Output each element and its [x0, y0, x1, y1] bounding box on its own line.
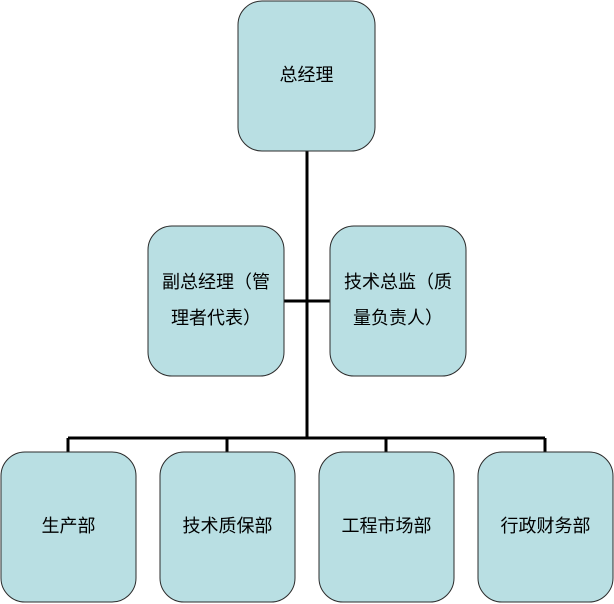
node-box-general-manager — [237, 0, 376, 152]
node-label-deputy-gm: 副总经理（管理者代表） — [162, 272, 270, 329]
node-box-admin-finance-dept — [477, 451, 614, 603]
node-label-production-dept: 生产部 — [41, 516, 96, 537]
node-label-engineering-market-dept: 工程市场部 — [341, 516, 432, 537]
node-label-tech-quality-dept: 技术质保部 — [182, 516, 273, 537]
node-box-engineering-market-dept — [318, 451, 455, 603]
node-box-deputy-gm — [147, 225, 285, 377]
node-label-technical-director: 技术总监（质量负责人） — [344, 272, 452, 329]
node-label-general-manager: 总经理 — [279, 65, 334, 86]
node-box-tech-quality-dept — [159, 451, 296, 603]
node-label-admin-finance-dept: 行政财务部 — [500, 516, 591, 537]
node-box-production-dept — [0, 451, 137, 603]
node-box-technical-director — [329, 225, 467, 377]
